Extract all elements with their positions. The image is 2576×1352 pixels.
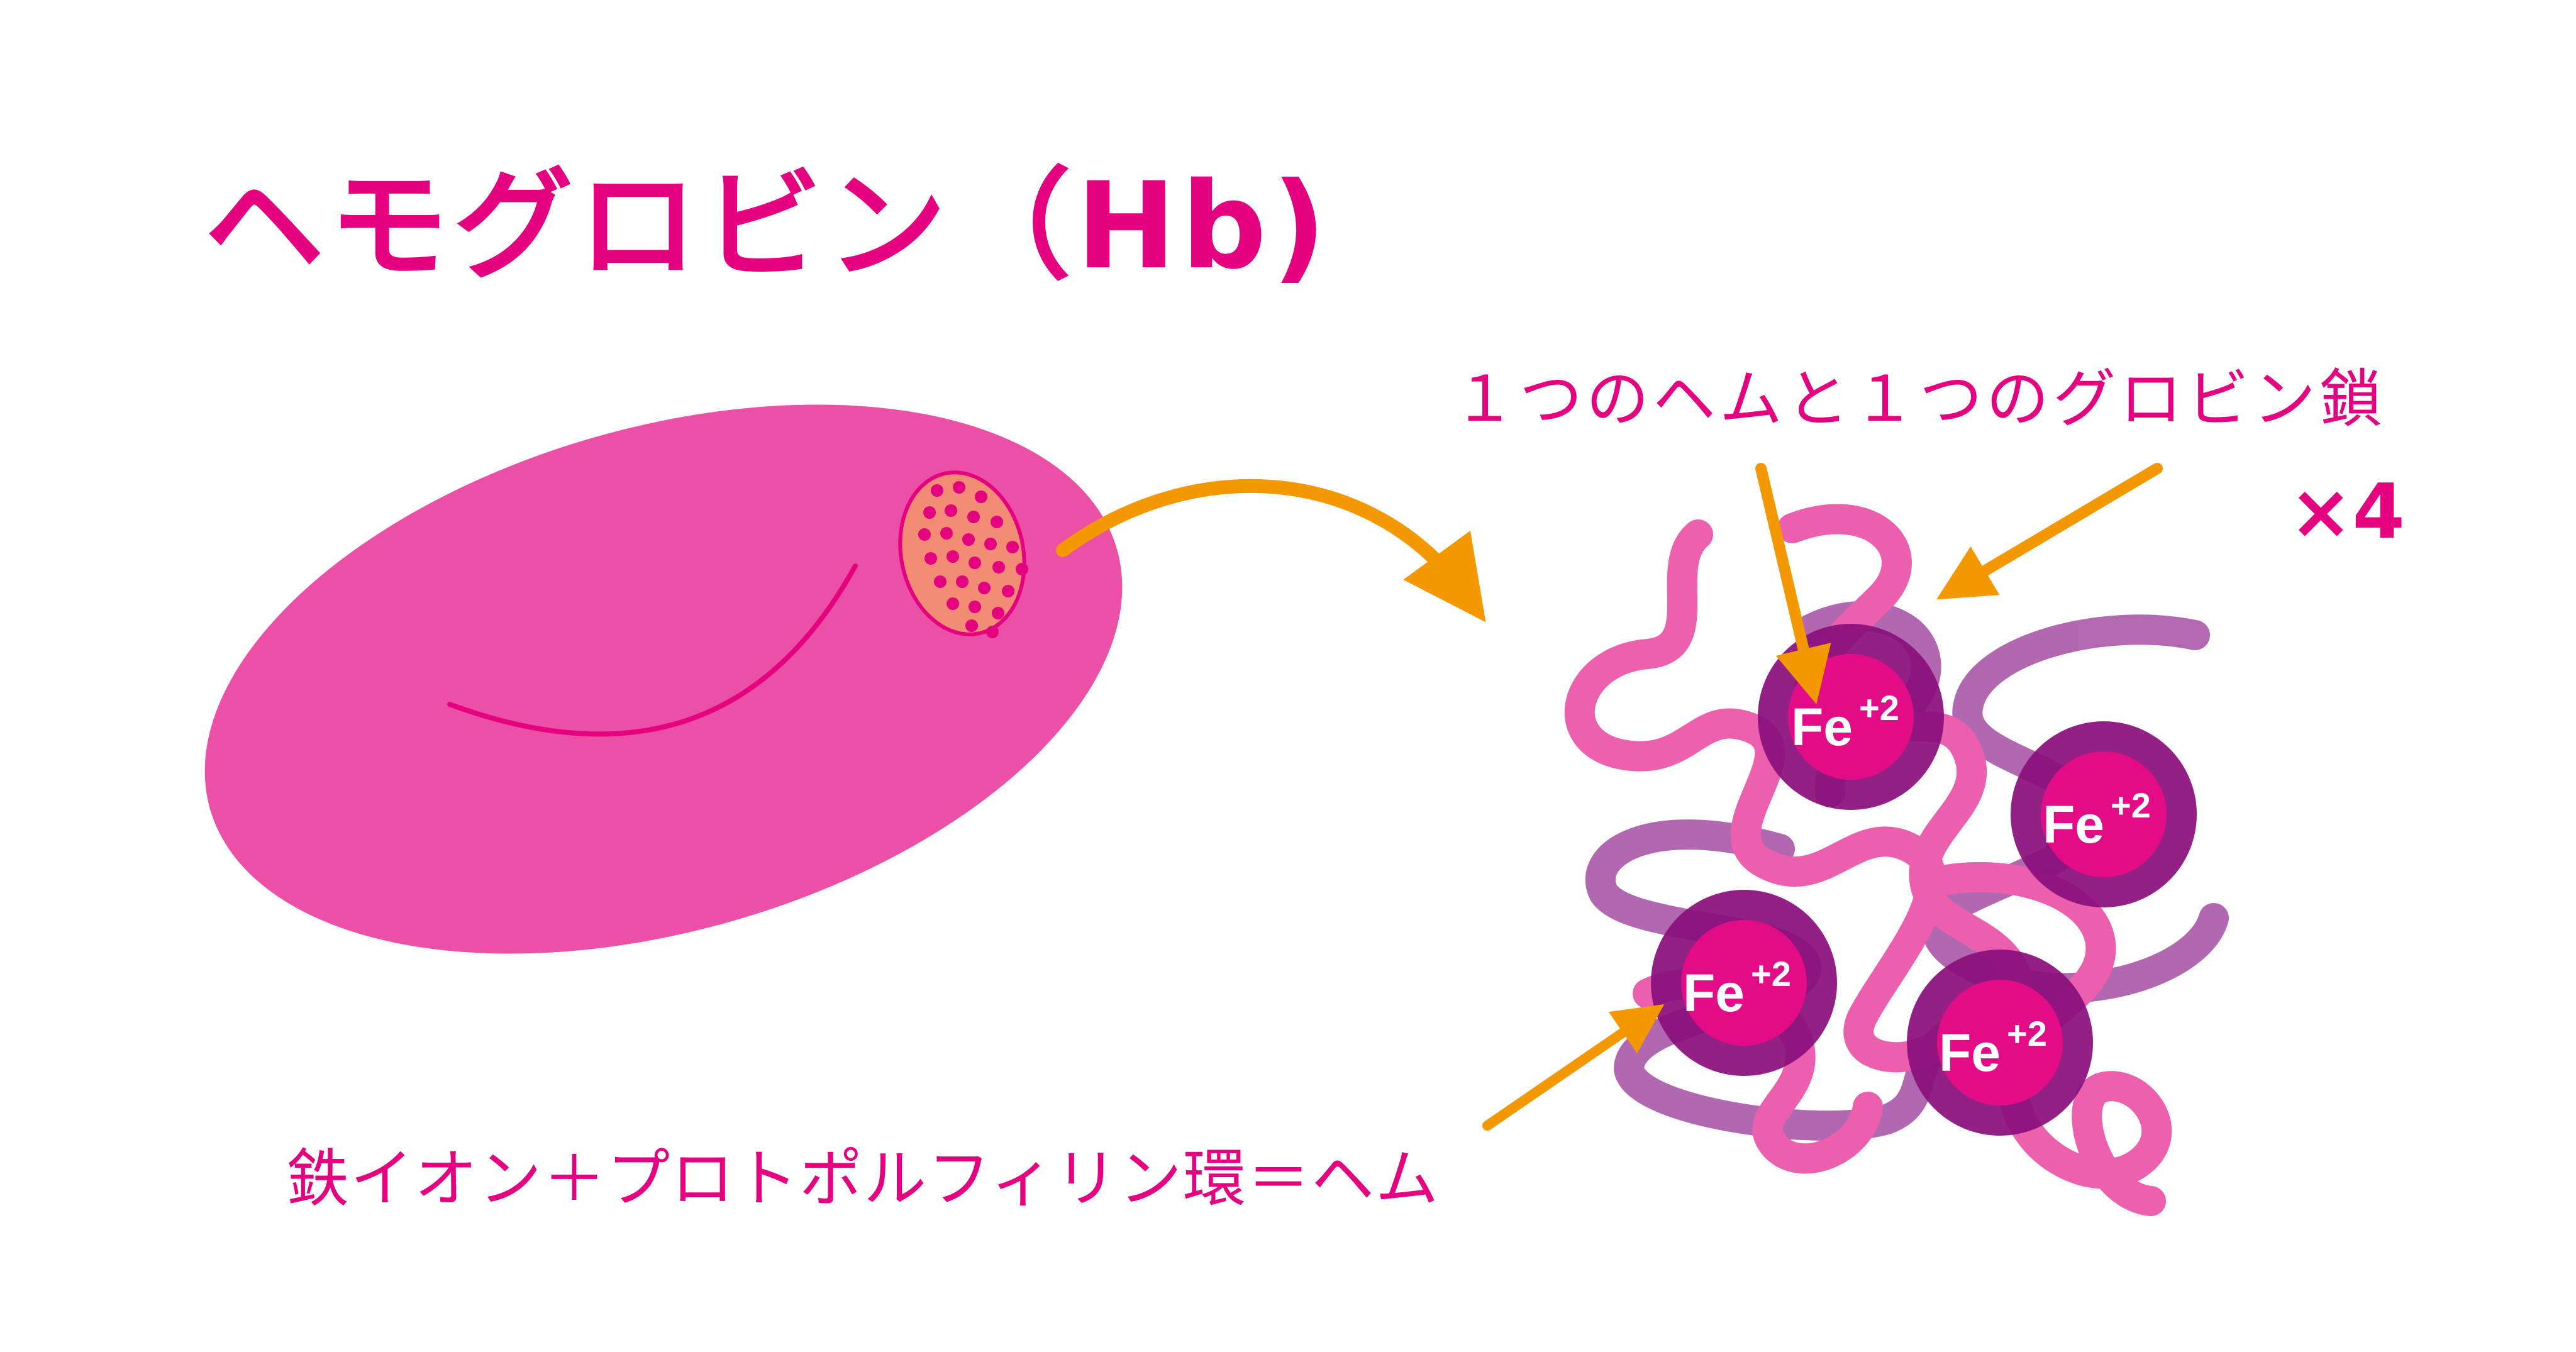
heme-1-charge: +2	[1859, 688, 1899, 728]
heme-group-4: Fe +2	[1907, 950, 2093, 1136]
heme-globin-label: １つのヘムと１つのグロビン鎖	[1453, 362, 2386, 436]
hemoglobin-molecule-icon: Fe +2 Fe +2 Fe +2 Fe +2	[1564, 504, 2229, 1216]
globin-chain-pink-1	[1564, 519, 1958, 1073]
globin-chain-pink-3	[1928, 862, 2172, 1216]
heme-group-2: Fe +2	[2011, 721, 2197, 907]
heme-1-symbol: Fe	[1791, 697, 1853, 756]
red-blood-cell-icon	[204, 404, 1123, 954]
pointer-arrow-globin	[1936, 463, 2163, 600]
heme-2-symbol: Fe	[2043, 795, 2104, 854]
cell-crease	[447, 563, 858, 737]
heme-group-3: Fe +2	[1651, 890, 1837, 1076]
heme-4-symbol: Fe	[1939, 1023, 2001, 1082]
page-title: ヘモグロビン（Hb)	[204, 157, 1331, 296]
heme-2-charge: +2	[2111, 785, 2151, 825]
heme-definition-label: 鉄イオン＋プロトポルフィリン環＝ヘム	[286, 1142, 1440, 1216]
heme-3-charge: +2	[1751, 954, 1791, 994]
pointer-arrow-heme	[1755, 463, 1831, 705]
heme-group-1: Fe +2	[1758, 624, 1944, 810]
cell-magnified-patch	[898, 470, 1028, 638]
zoom-arrow	[1056, 479, 1486, 623]
cell-body	[204, 404, 1123, 954]
multiplier-label: ×4	[2289, 468, 2406, 556]
heme-3-symbol: Fe	[1683, 963, 1745, 1022]
pointer-arrow-iron	[1482, 1004, 1665, 1131]
heme-4-charge: +2	[2007, 1014, 2047, 1053]
